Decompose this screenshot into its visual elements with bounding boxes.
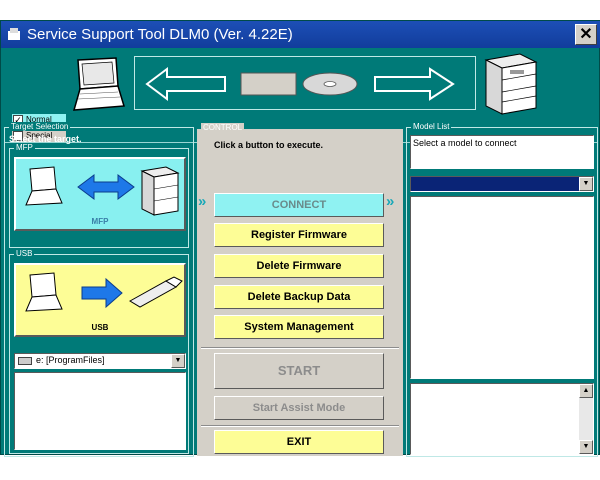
scroll-up-icon[interactable]: ▲: [579, 384, 593, 398]
target-selection-label: Target Selection: [9, 122, 71, 131]
start-assist-button[interactable]: Start Assist Mode: [214, 396, 384, 420]
left-arrow-icon: [145, 67, 226, 101]
double-chevron-right-icon: »: [198, 193, 207, 210]
delete-backup-button[interactable]: Delete Backup Data: [214, 285, 384, 309]
exit-button[interactable]: EXIT: [214, 430, 384, 454]
model-list-label: Model List: [411, 122, 452, 131]
mfp-target-button[interactable]: MFP: [14, 157, 186, 231]
control-instruction: Click a button to execute.: [214, 140, 324, 150]
laptop-icon: [72, 57, 125, 111]
right-arrow-icon: [374, 67, 455, 101]
right-arrow-icon: [81, 277, 123, 309]
separator: [201, 425, 399, 427]
model-detail-box[interactable]: ▲ ▼: [410, 383, 594, 455]
drive-icon: [18, 357, 32, 365]
close-button[interactable]: ✕: [575, 24, 597, 45]
special-mode-label: Special: [26, 131, 53, 140]
app-icon: [8, 28, 20, 40]
folder-list[interactable]: [14, 372, 186, 450]
control-label: CONTROL: [201, 123, 245, 132]
title-bar: Service Support Tool DLM0 (Ver. 4.22E) ✕: [1, 21, 600, 48]
start-button[interactable]: START: [214, 353, 384, 389]
system-management-button[interactable]: System Management: [214, 315, 384, 339]
mfp-button-label: MFP: [91, 217, 109, 226]
model-select[interactable]: ▼: [410, 176, 594, 192]
connect-button[interactable]: CONNECT: [214, 193, 384, 217]
model-prompt-box: Select a model to connect: [410, 135, 594, 169]
empty-checkbox-icon: [13, 131, 23, 141]
printer-icon: [484, 53, 538, 115]
window-title: Service Support Tool DLM0 (Ver. 4.22E): [27, 26, 293, 43]
model-prompt: Select a model to connect: [413, 138, 517, 148]
target-selection-group: Target Selection Select the target. MFP …: [4, 122, 194, 457]
register-firmware-button[interactable]: Register Firmware: [214, 223, 384, 247]
mfp-group-label: MFP: [14, 143, 35, 152]
delete-firmware-button[interactable]: Delete Firmware: [214, 254, 384, 278]
model-list[interactable]: [410, 196, 594, 379]
usb-stick-icon: [129, 280, 177, 308]
model-list-group: Model List Select a model to connect ▼ ▲…: [406, 122, 598, 457]
usb-group-label: USB: [14, 249, 35, 258]
special-mode-checkbox[interactable]: Special: [12, 130, 66, 142]
normal-mode-label: Normal: [26, 115, 52, 124]
target-heading: Select the target.: [9, 134, 82, 144]
usb-button-label: USB: [91, 323, 109, 332]
scrollbar-track[interactable]: [579, 398, 593, 440]
usb-target-button[interactable]: USB: [14, 263, 186, 337]
chevron-down-icon[interactable]: ▼: [171, 354, 185, 368]
separator: [201, 347, 399, 349]
app-window: Service Support Tool DLM0 (Ver. 4.22E) ✕: [0, 20, 600, 457]
usb-illustration: [25, 272, 183, 312]
chevron-down-icon[interactable]: ▼: [579, 177, 593, 191]
mfp-illustration: [25, 166, 180, 216]
drive-value: e: [ProgramFiles]: [36, 355, 105, 365]
usb-group: USB USB e: [ProgramFiles] ▼: [9, 249, 189, 454]
transfer-band: [134, 56, 476, 110]
usb-media-icon: [240, 72, 297, 96]
double-chevron-right-icon: »: [386, 193, 395, 210]
mfp-group: MFP MFP: [9, 143, 189, 248]
drive-select[interactable]: e: [ProgramFiles] ▼: [14, 353, 186, 369]
bidirectional-arrow-icon: [77, 174, 135, 200]
transfer-illustration: [145, 67, 455, 101]
scroll-down-icon[interactable]: ▼: [579, 440, 593, 454]
control-panel: CONTROL Click a button to execute. CONNE…: [197, 123, 403, 456]
